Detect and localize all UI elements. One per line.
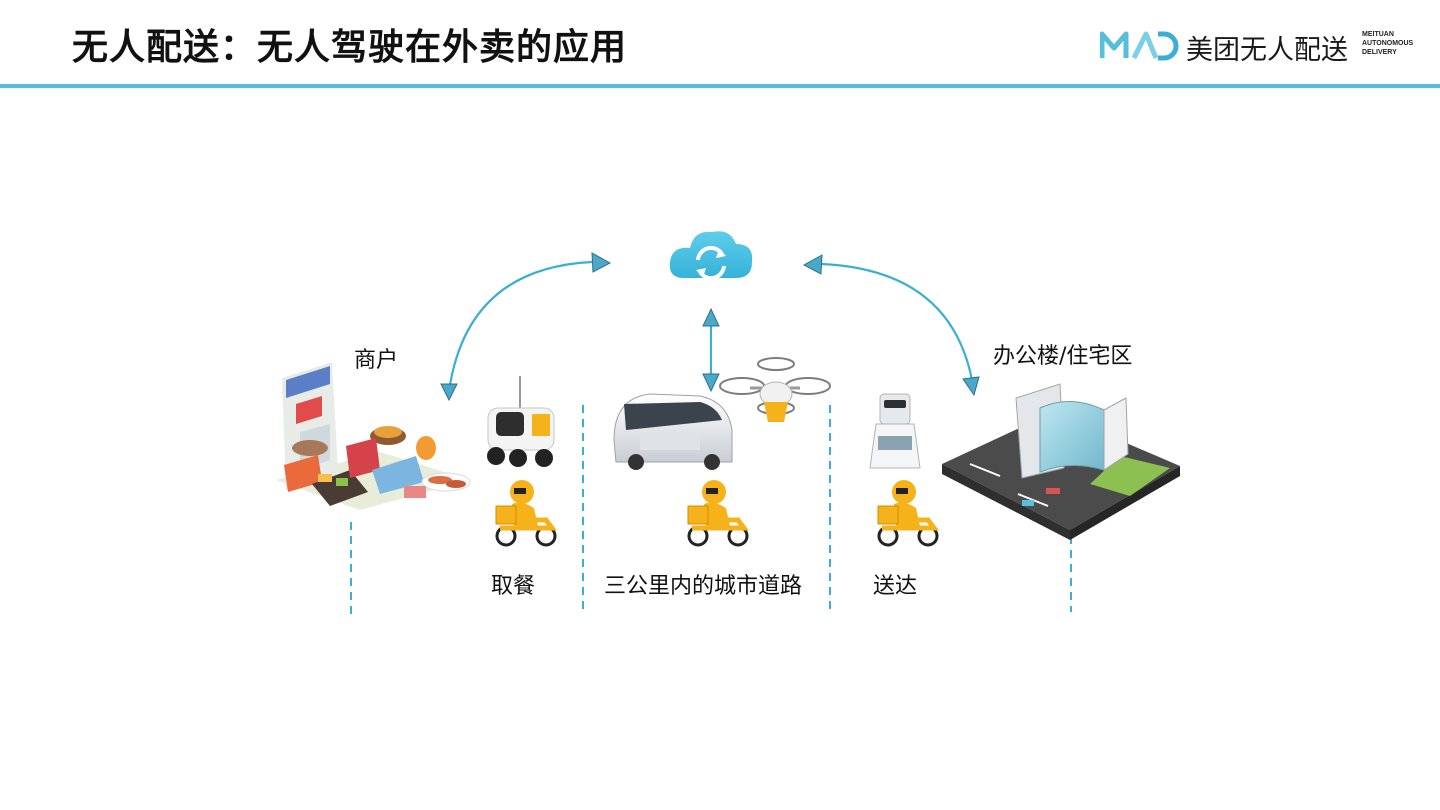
- courier-scooter-icon: [877, 480, 939, 547]
- arrowhead-right-bottom: [962, 376, 980, 397]
- autonomous-van-icon: [613, 393, 733, 470]
- drone-icon: [719, 357, 831, 422]
- arrow-cloud-building: [821, 262, 974, 381]
- stage-pickup-label: 取餐: [491, 574, 536, 599]
- office-building-illustration: [942, 383, 1180, 540]
- arrowhead-left-bottom: [440, 383, 458, 402]
- courier-scooter-icon: [687, 480, 749, 547]
- logo-english-text: MEITUAN AUTONOMOUS DELIVERY: [1362, 31, 1414, 56]
- stage-road-label: 三公里内的城市道路: [604, 574, 803, 599]
- arrowhead-mid-top: [702, 307, 720, 327]
- merchant-label: 商户: [354, 348, 399, 373]
- stage-delivery-label: 送达: [873, 574, 918, 599]
- courier-scooter-icon: [495, 480, 557, 547]
- cloud-sync-icon: [669, 231, 753, 281]
- arrows: [448, 260, 974, 386]
- page-title: 无人配送：无人驾驶在外卖的应用: [72, 27, 628, 68]
- header-divider: [0, 84, 1440, 88]
- destination-label: 办公楼/住宅区: [993, 344, 1133, 369]
- arrowhead-mid-bottom: [702, 373, 720, 393]
- indoor-robot-icon: [869, 393, 921, 469]
- arrowhead-right-top: [802, 254, 823, 275]
- arrow-cloud-merchant: [448, 260, 593, 386]
- storefront-illustration: [276, 362, 471, 510]
- mad-logo-icon: [1100, 31, 1179, 61]
- logo-chinese-text: 美团无人配送: [1186, 35, 1348, 66]
- arrowhead-left-top: [591, 252, 612, 273]
- delivery-robot-icon: [487, 376, 555, 467]
